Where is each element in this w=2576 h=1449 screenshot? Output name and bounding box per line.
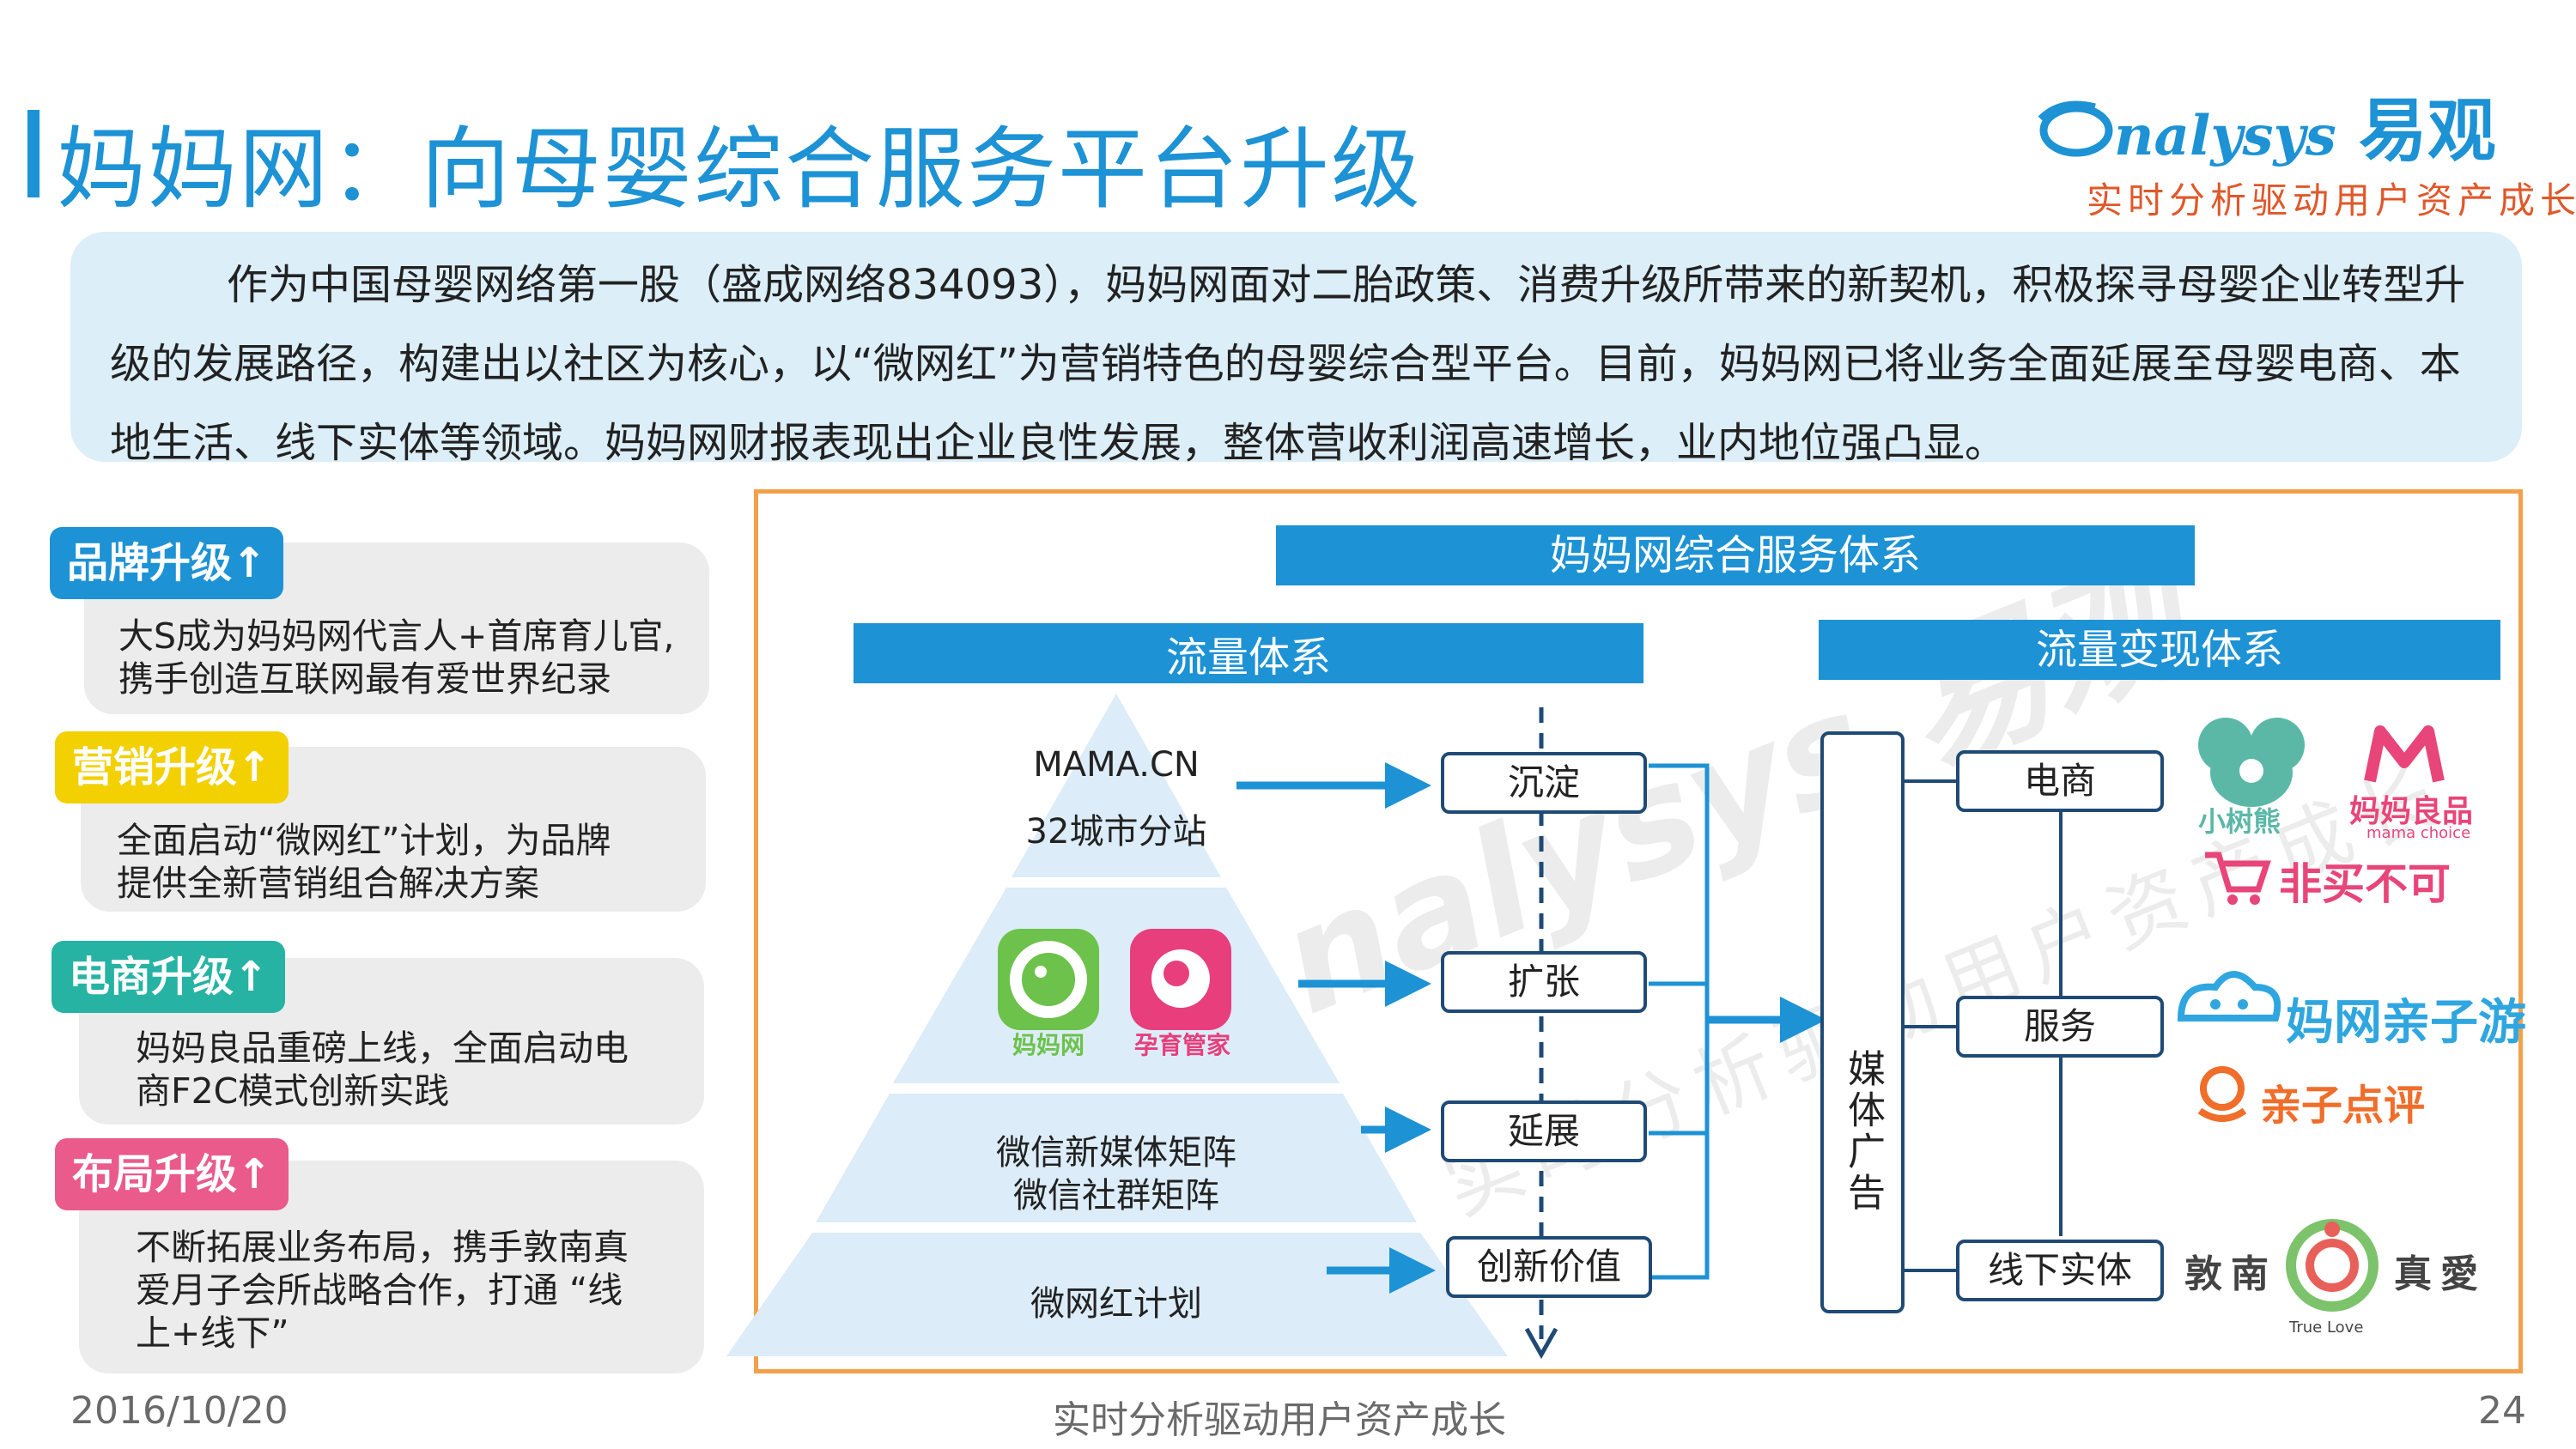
brand-dunnan: 敦南 — [2184, 1252, 2277, 1296]
ecommerce-upgrade-line1: 妈妈良品重磅上线，全面启动电 — [136, 1028, 629, 1069]
pyramid-layer-bottom — [726, 1233, 1508, 1356]
brand-feimaibuke: 非买不可 — [2279, 859, 2451, 909]
pyramid-mama-cn: MAMA.CN — [1033, 745, 1200, 785]
yunyu-app-label: 孕育管家 — [1133, 1031, 1230, 1059]
tag-layout-upgrade: 布局升级↑ — [55, 1138, 289, 1210]
stage-extend: 延展 — [1441, 1100, 1647, 1162]
pyramid-layer-wechat — [816, 1094, 1417, 1222]
channel-ecommerce: 电商 — [1956, 750, 2164, 812]
mamawang-app-label: 妈妈网 — [1012, 1031, 1084, 1059]
marketing-upgrade-line2: 提供全新营销组合解决方案 — [117, 863, 539, 904]
brand-true-love: True Love — [2289, 1319, 2364, 1337]
stage-sediment: 沉淀 — [1441, 752, 1647, 814]
ecommerce-upgrade-line2: 商F2C模式创新实践 — [136, 1070, 450, 1112]
cart-icon — [2205, 852, 2271, 905]
pyramid-city-sites: 32城市分站 — [1025, 812, 1207, 852]
logo-slogan: 实时分析驱动用户资产成长 — [2087, 179, 2576, 221]
footer-date: 2016/10/20 — [70, 1389, 289, 1433]
diagram-title: 妈妈网综合服务体系 — [1276, 525, 2195, 585]
page-title: 妈妈网：向母婴综合服务平台升级 — [57, 117, 1423, 221]
tag-brand-upgrade: 品牌升级↑ — [50, 527, 284, 599]
channel-offline: 线下实体 — [1956, 1240, 2164, 1301]
brand-upgrade-line2: 携手创造互联网最有爱世界纪录 — [118, 658, 611, 700]
pyramid-micro-influencer: 微网红计划 — [1030, 1284, 1202, 1324]
service-system-frame — [754, 489, 2523, 1373]
xiaoshuxiong-icon — [2198, 718, 2305, 807]
pyramid-layer-apps — [893, 888, 1340, 1083]
pyramid-layer-top — [1012, 694, 1221, 877]
brand-qinziyou: 妈网亲子游 — [2286, 995, 2526, 1051]
tag-ecommerce-upgrade: 电商升级↑ — [52, 941, 286, 1013]
footer-slogan: 实时分析驱动用户资产成长 — [1053, 1398, 1506, 1442]
logo-text-cn: 易观 — [2358, 91, 2496, 171]
intro-box: 作为中国母婴网络第一股（盛成网络834093），妈妈网面对二胎政策、消费升级所带… — [70, 232, 2522, 467]
traffic-system-header: 流量体系 — [854, 623, 1643, 683]
brand-zhenai: 真愛 — [2394, 1252, 2487, 1296]
brand-xiaoshuxiong: 小树熊 — [2198, 805, 2281, 838]
logo-wordmark: nalysys 易观 — [2035, 76, 2496, 175]
brand-mamaliangpin: 妈妈良品 — [2349, 794, 2474, 829]
analysys-logo: nalysys 易观 实时分析驱动用户资产成长 — [2035, 76, 2576, 221]
page-number: 24 — [2478, 1389, 2526, 1433]
brand-upgrade-line1: 大S成为妈妈网代言人+首席育儿官, — [118, 615, 675, 657]
logo-swirl-icon — [2038, 100, 2113, 157]
monetization-system-header: 流量变现体系 — [1819, 620, 2500, 680]
qinzidianping-icon — [2197, 1066, 2247, 1122]
title-accent-bar — [27, 110, 39, 197]
layout-upgrade-line1: 不断拓展业务布局，携手敦南真 — [136, 1227, 629, 1268]
stage-expand: 扩张 — [1441, 951, 1647, 1013]
truelove-icon — [2286, 1219, 2379, 1312]
layout-upgrade-line2: 爱月子会所战略合作，打通 “线 — [136, 1270, 623, 1311]
mamaliangpin-icon — [2364, 725, 2445, 783]
intro-text: 作为中国母婴网络第一股（盛成网络834093），妈妈网面对二胎政策、消费升级所带… — [110, 261, 2466, 467]
marketing-upgrade-line1: 全面启动“微网红”计划，为品牌 — [117, 820, 611, 861]
channel-service: 服务 — [1956, 996, 2164, 1058]
tag-marketing-upgrade: 营销升级↑ — [55, 731, 289, 803]
media-ads-hub: 媒体广告 — [1820, 731, 1905, 1313]
layout-upgrade-line3: 上+线下” — [136, 1313, 289, 1354]
stage-innovation-value: 创新价值 — [1446, 1236, 1652, 1298]
brand-qinzidianping: 亲子点评 — [2260, 1082, 2426, 1130]
logo-text-en: nalysys — [2114, 104, 2336, 168]
qinziyou-icon — [2177, 971, 2281, 1022]
yunyu-app-icon — [1130, 929, 1231, 1030]
pyramid-wechat-community: 微信社群矩阵 — [1013, 1176, 1219, 1216]
pyramid-wechat-media: 微信新媒体矩阵 — [996, 1133, 1236, 1173]
flow-down-arrow — [1524, 1327, 1558, 1360]
stage-bracket — [1649, 763, 1710, 1280]
brand-mama-choice: mama choice — [2366, 824, 2471, 842]
mamawang-app-icon — [998, 929, 1099, 1030]
